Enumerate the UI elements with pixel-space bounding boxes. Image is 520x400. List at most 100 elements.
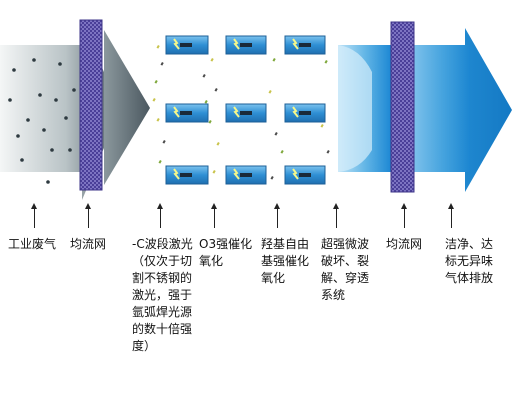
label-line: -C波段激光 xyxy=(132,237,193,251)
uv-lamp xyxy=(225,103,267,123)
uv-lamp xyxy=(165,165,209,185)
lamp-spark xyxy=(173,38,180,50)
lamp-spark xyxy=(233,106,240,118)
pointer-arrowhead xyxy=(333,203,339,209)
uv-lamp xyxy=(225,165,267,185)
sparkle xyxy=(274,132,278,136)
label-line: 的数十倍强 xyxy=(132,322,193,336)
pollutant-particles xyxy=(8,58,76,184)
label-clean-output: 洁净、达标无异味气体排放 xyxy=(445,236,517,287)
label-line: 解、穿透 xyxy=(321,271,370,285)
pointer-line xyxy=(451,208,452,228)
sparkle xyxy=(320,123,324,128)
particle xyxy=(8,98,12,102)
pointer-line xyxy=(404,208,405,228)
sparkle xyxy=(268,90,272,94)
particle xyxy=(42,128,46,132)
uv-lamp xyxy=(225,35,267,55)
particle xyxy=(16,134,20,138)
flow-mesh-2 xyxy=(390,21,415,193)
pointer-line xyxy=(34,208,35,228)
sparkle xyxy=(214,88,218,92)
lamp-spark xyxy=(173,106,180,118)
lamp-spark xyxy=(233,168,240,180)
label-line: 气体排放 xyxy=(445,271,494,285)
lamp-spark xyxy=(233,38,240,50)
label-flow-mesh-2: 均流网 xyxy=(386,237,423,251)
label-line: 氧化 xyxy=(261,271,286,285)
particle xyxy=(64,116,68,120)
label-line: 氧化 xyxy=(199,254,224,268)
sparkle xyxy=(152,98,156,102)
particle xyxy=(54,98,58,102)
sparkle xyxy=(162,140,166,144)
uv-lamp-bank xyxy=(165,35,326,185)
lamp-spark xyxy=(292,168,299,180)
lamp-spark xyxy=(173,168,180,180)
oxidation-sparkles xyxy=(152,45,330,180)
pointer-arrowhead xyxy=(85,203,91,209)
particle xyxy=(32,58,36,62)
uv-lamp xyxy=(165,35,209,55)
sparkle xyxy=(204,100,208,104)
inlet-arrow xyxy=(0,20,150,200)
outlet-arrow xyxy=(338,28,512,192)
label-line: 破坏、裂 xyxy=(321,254,370,268)
pointer-line xyxy=(160,208,161,228)
sparkle xyxy=(202,74,206,78)
lamp-spark xyxy=(292,106,299,118)
sparkle xyxy=(280,149,284,154)
label-flow-mesh-1: 均流网 xyxy=(70,237,107,251)
sparkle xyxy=(156,118,160,122)
lamp-core xyxy=(240,173,252,177)
uv-lamp xyxy=(284,165,326,185)
sparkle xyxy=(324,60,328,64)
label-hydroxyl-oxidation: 羟基自由基强催化氧化 xyxy=(261,236,321,287)
sparkle xyxy=(326,149,330,154)
particle xyxy=(72,88,76,92)
label-line: O3强催化 xyxy=(199,237,253,251)
label-line: 系统 xyxy=(321,288,346,302)
particle xyxy=(26,118,30,122)
flow-mesh-1 xyxy=(79,19,103,191)
label-line: 割不锈钢的 xyxy=(132,271,193,285)
label-inlet-gas: 工业废气 xyxy=(8,237,57,251)
sparkle xyxy=(154,80,158,84)
lamp-core xyxy=(299,173,311,177)
lamp-core xyxy=(180,111,192,115)
uv-lamp xyxy=(165,103,209,123)
lamp-core xyxy=(299,111,311,115)
pointer-line xyxy=(214,208,215,228)
pointer-line xyxy=(88,208,89,228)
sparkle xyxy=(212,169,216,174)
sparkle xyxy=(158,160,162,164)
sparkle xyxy=(272,58,276,62)
particle xyxy=(12,68,16,72)
sparkle xyxy=(210,58,214,62)
label-microwave-system: 超强微波破坏、裂解、穿透系统 xyxy=(321,236,381,304)
sparkle xyxy=(156,45,160,49)
label-line: 超强微波 xyxy=(321,237,370,251)
lamp-spark xyxy=(292,38,299,50)
label-o3-oxidation: O3强催化氧化 xyxy=(199,236,259,270)
sparkle xyxy=(208,119,212,124)
lamp-core xyxy=(240,111,252,115)
lamp-core xyxy=(240,43,252,47)
label-line: 羟基自由 xyxy=(261,237,310,251)
sparkle xyxy=(160,62,164,66)
label-line: 氩弧焊光源 xyxy=(132,305,193,319)
pointer-arrowhead xyxy=(157,203,163,209)
lamp-core xyxy=(180,173,192,177)
lamp-core xyxy=(180,43,192,47)
particle xyxy=(38,93,42,97)
pointer-arrowhead xyxy=(448,203,454,209)
pointer-arrowhead xyxy=(401,203,407,209)
lamp-core xyxy=(299,43,311,47)
particle xyxy=(46,180,50,184)
particle xyxy=(58,62,62,66)
pointer-arrowhead xyxy=(31,203,37,209)
particle xyxy=(20,158,24,162)
particle xyxy=(68,148,72,152)
